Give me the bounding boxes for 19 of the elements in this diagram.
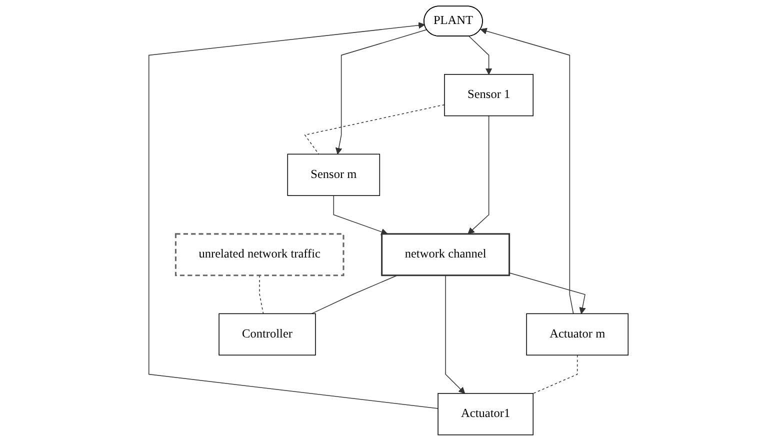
connector: [304, 104, 445, 155]
arrow: [468, 36, 492, 75]
node-box: Actuator1: [438, 393, 534, 436]
connector: [259, 274, 264, 314]
node-box: Sensor 1: [444, 74, 534, 116]
node-box: Sensor m: [287, 154, 380, 196]
arrow: [148, 22, 438, 409]
arrow: [480, 28, 574, 314]
arrow: [445, 274, 466, 394]
connector: [532, 354, 578, 394]
connector: [311, 274, 398, 314]
node-box: Controller: [218, 313, 316, 356]
arrow: [333, 195, 388, 236]
arrow: [335, 29, 428, 154]
arrow: [508, 272, 586, 314]
node-box: network channel: [381, 233, 510, 276]
node-box: Actuator m: [526, 313, 629, 356]
node-box: unrelated network traffic: [174, 233, 344, 276]
arrow: [468, 115, 490, 234]
